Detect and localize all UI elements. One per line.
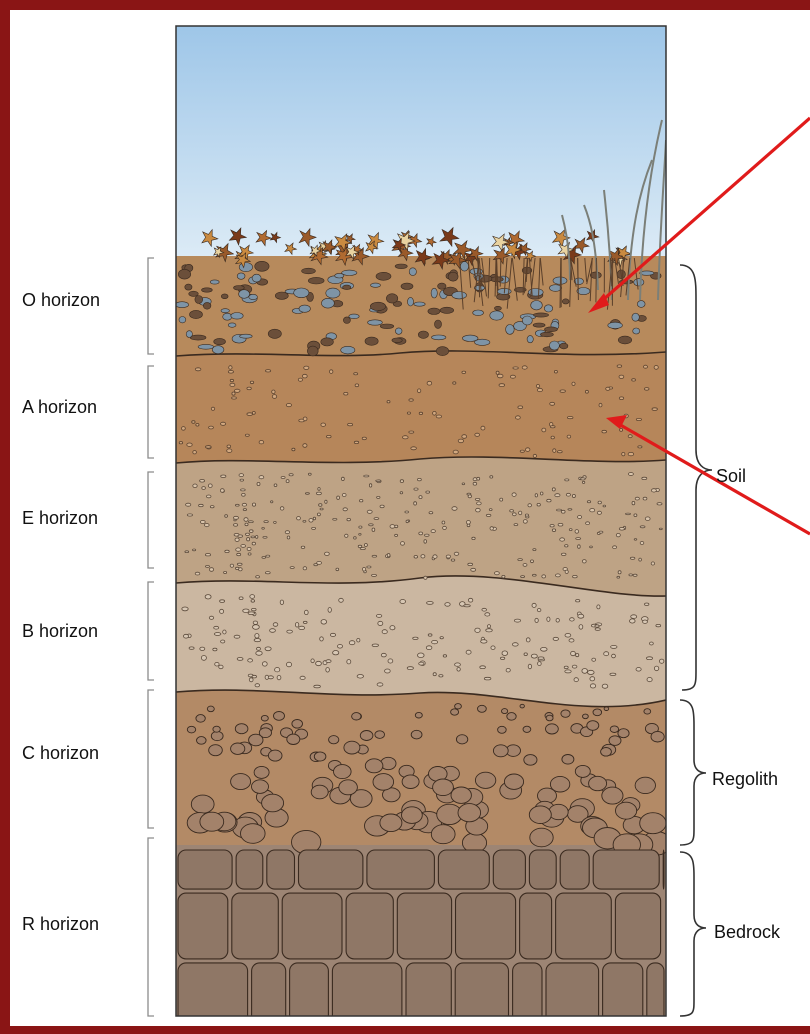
soil-brace	[680, 265, 712, 690]
horizon-brackets	[148, 258, 154, 1016]
horizon-label-r: R horizon	[22, 914, 142, 934]
horizon-label-c: C horizon	[22, 743, 142, 763]
a-horizon-layer	[176, 351, 666, 470]
bedrock-brace	[680, 852, 706, 1016]
group-braces	[680, 265, 712, 1016]
regolith-brace	[680, 700, 706, 845]
horizon-label-a: A horizon	[22, 397, 142, 417]
group-label-bedrock: Bedrock	[714, 922, 780, 942]
sky-band	[176, 26, 666, 258]
horizon-label-b: B horizon	[22, 621, 142, 641]
horizon-label-o: O horizon	[22, 290, 142, 310]
group-label-soil: Soil	[716, 466, 746, 486]
group-label-regolith: Regolith	[712, 769, 778, 789]
horizon-label-e: E horizon	[22, 508, 142, 528]
